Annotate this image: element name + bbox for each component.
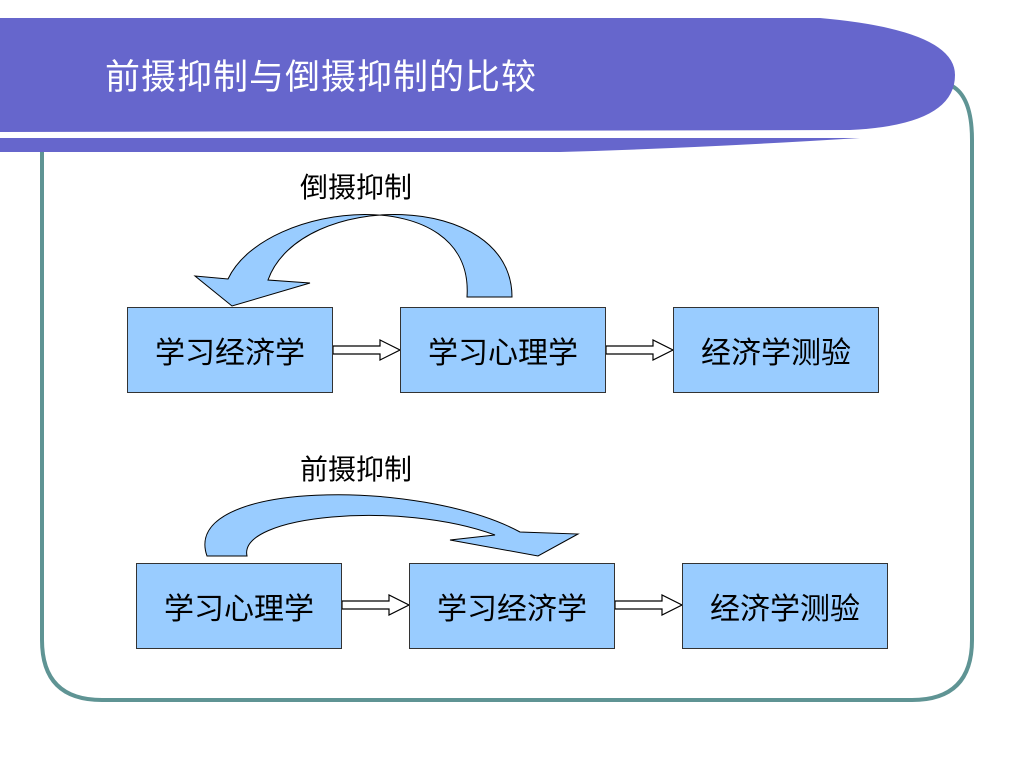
proactive-step-1-box: 学习心理学 [136, 563, 342, 649]
retroactive-curved-arrow [193, 213, 513, 307]
title-underline [0, 138, 860, 152]
content-frame [40, 83, 974, 702]
flow-arrow [332, 339, 402, 361]
flow-arrow [614, 594, 684, 616]
retroactive-label: 倒摄抑制 [300, 171, 413, 204]
retroactive-step-1-box: 学习经济学 [127, 307, 333, 393]
page-title: 前摄抑制与倒摄抑制的比较 [105, 58, 538, 98]
title-banner [0, 18, 955, 132]
flow-arrow [605, 339, 675, 361]
proactive-step-2-box: 学习经济学 [409, 563, 615, 649]
proactive-curved-arrow [204, 494, 580, 557]
retroactive-step-3-box: 经济学测验 [673, 307, 879, 393]
proactive-label: 前摄抑制 [300, 453, 413, 486]
proactive-step-3-box: 经济学测验 [682, 563, 888, 649]
flow-arrow [341, 594, 411, 616]
retroactive-step-2-box: 学习心理学 [400, 307, 606, 393]
